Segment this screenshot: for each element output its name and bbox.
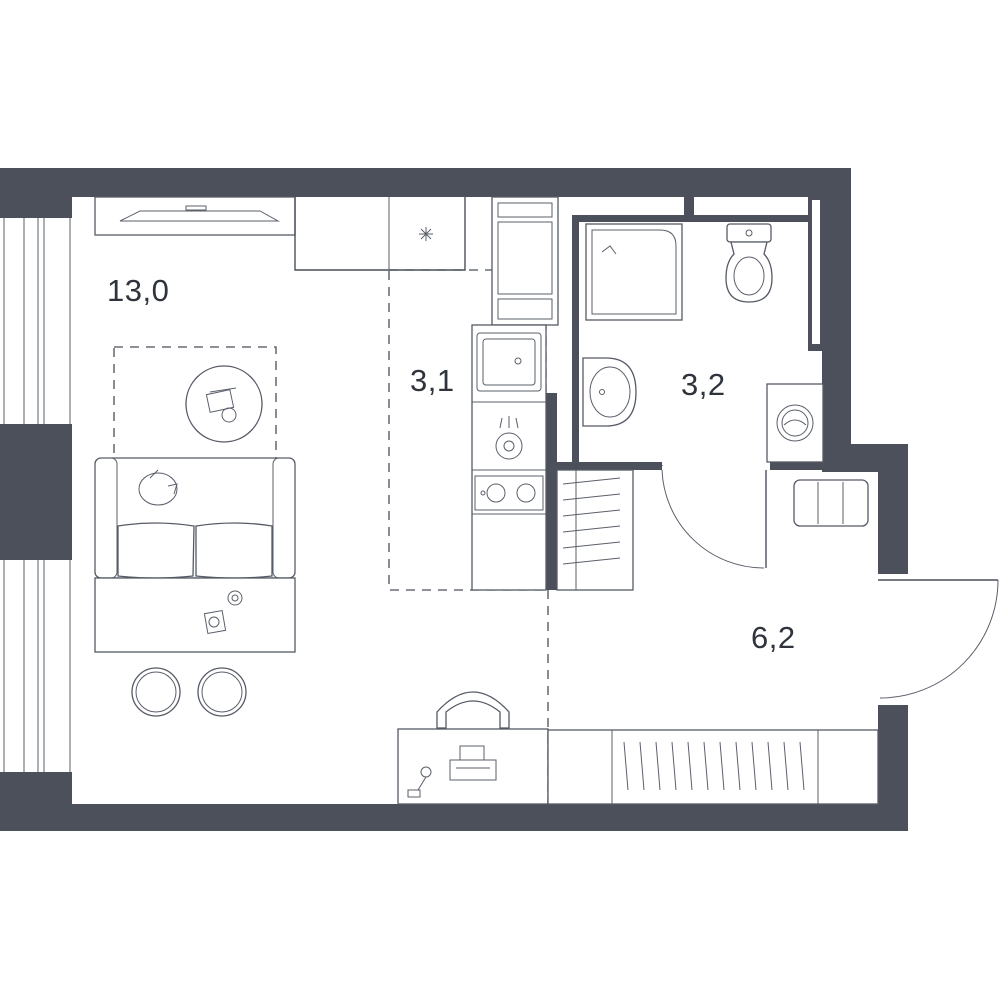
cooktop <box>474 475 544 511</box>
bathroom-area-label: 3,2 <box>681 367 726 402</box>
window-lower <box>0 560 72 772</box>
bath-top-stub <box>684 197 694 219</box>
bath-bottom-partition-right <box>770 462 828 470</box>
window-upper <box>0 218 72 424</box>
shaft-opening <box>812 200 820 344</box>
kettle-icon <box>495 416 523 460</box>
area-labels: 13,0 3,1 3,2 6,2 <box>107 273 796 655</box>
hallway-area-label: 6,2 <box>751 620 796 655</box>
washing-machine <box>766 383 824 463</box>
kitchen-partition-wall <box>546 393 557 590</box>
left-pier-wall <box>0 424 72 560</box>
kitchen-upper-shelf <box>294 197 466 271</box>
coffee-table <box>185 365 263 443</box>
hallway-closet <box>556 469 634 591</box>
bath-left-partition <box>572 215 579 467</box>
hallway-wardrobe <box>547 729 879 805</box>
kitchen-area-label: 3,1 <box>410 363 455 398</box>
bottom-wall <box>0 804 908 831</box>
walls <box>0 168 908 831</box>
tv-console <box>94 196 296 236</box>
kitchen-counter <box>471 324 547 591</box>
fan-icon <box>419 227 433 241</box>
bath-bottom-partition-left <box>557 462 662 470</box>
toilet <box>725 223 773 303</box>
entry-door <box>878 579 999 699</box>
bathroom-door <box>661 465 767 569</box>
bathroom-sink <box>582 357 637 427</box>
bed-table <box>94 577 296 653</box>
living-room-area-label: 13,0 <box>107 273 169 308</box>
shoe-bench <box>793 479 869 527</box>
fridge <box>491 196 559 326</box>
kitchen-sink <box>476 332 542 392</box>
stools <box>131 667 247 717</box>
bottom-left-wall-corner <box>0 772 72 831</box>
sofa <box>94 457 296 579</box>
shower-tray <box>585 223 683 321</box>
right-upper-wall <box>822 168 851 446</box>
desk <box>397 691 549 805</box>
top-left-wall-corner <box>0 168 72 218</box>
top-wall <box>0 168 850 197</box>
right-entry-wall-upper <box>878 444 908 574</box>
